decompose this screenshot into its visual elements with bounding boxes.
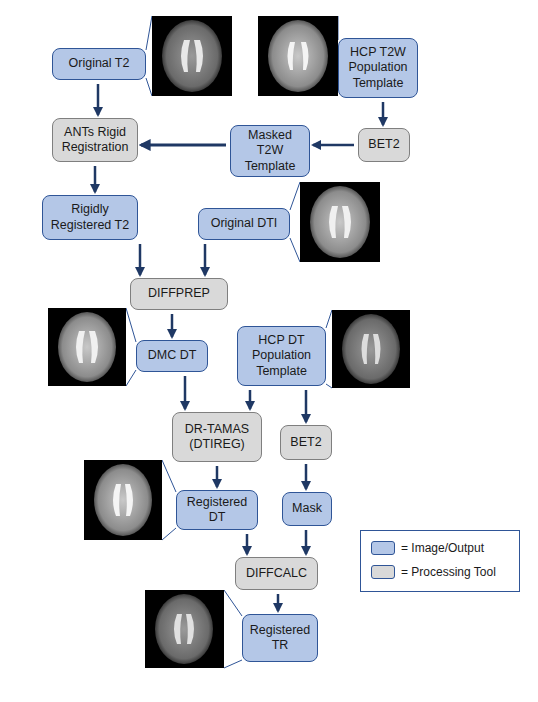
flow-arrow	[184, 376, 187, 409]
flow-arrow	[249, 390, 252, 409]
flow-arrow	[246, 534, 249, 554]
node-label: Mask	[292, 501, 322, 516]
processing-tool-box: DIFFCALC	[235, 557, 318, 590]
image-output-box: Rigidly Registered T2	[42, 195, 138, 240]
brain-image-dmc-dt	[48, 308, 126, 386]
legend-text: = Processing Tool	[401, 565, 496, 579]
node-label: DMC DT	[148, 348, 197, 363]
node-label: HCP DT Population Template	[242, 333, 321, 379]
node-label: BET2	[368, 137, 399, 152]
flow-arrow	[141, 144, 226, 147]
legend-box: = Image/Output = Processing Tool	[360, 530, 520, 592]
node-label: DIFFPREP	[148, 286, 210, 301]
image-output-box: HCP DT Population Template	[237, 326, 326, 386]
legend-text: = Image/Output	[401, 541, 484, 555]
image-output-box: Masked T2W Template	[230, 125, 310, 177]
flow-arrow	[94, 166, 97, 192]
legend-entry: = Image/Output	[371, 541, 484, 555]
image-output-box: Original T2	[52, 48, 146, 80]
legend-swatch	[371, 565, 395, 579]
node-label: DR-TAMAS (DTIREG)	[177, 422, 257, 453]
node-label: DIFFCALC	[246, 566, 307, 581]
processing-tool-box: BET2	[358, 128, 410, 162]
flow-arrow	[382, 102, 385, 125]
brain-image-dti	[300, 182, 380, 262]
node-label: ANTs Rigid Registration	[57, 125, 133, 156]
flow-arrow	[305, 390, 308, 422]
node-label: Rigidly Registered T2	[47, 202, 133, 233]
image-output-box: Mask	[282, 492, 332, 526]
processing-tool-box: DIFFPREP	[130, 278, 228, 310]
flow-arrow	[305, 464, 308, 489]
image-output-box: Original DTI	[198, 208, 290, 240]
legend-entry: = Processing Tool	[371, 565, 496, 579]
flow-arrow	[204, 244, 207, 275]
flow-arrow	[277, 594, 280, 611]
node-label: HCP T2W Population Template	[343, 45, 413, 91]
flow-arrow	[171, 314, 174, 337]
image-output-box: Registered TR	[242, 614, 318, 662]
node-label: Original T2	[69, 56, 130, 71]
processing-tool-box: ANTs Rigid Registration	[52, 118, 138, 162]
node-label: Masked T2W Template	[235, 128, 305, 174]
flow-arrow	[139, 244, 142, 275]
processing-tool-box: BET2	[280, 425, 332, 460]
flow-arrow	[305, 530, 308, 554]
brain-image-registered-dt	[84, 460, 162, 540]
brain-image-hcp-dt	[332, 310, 410, 388]
flow-arrow	[216, 466, 219, 487]
legend-swatch	[371, 541, 395, 555]
image-output-box: Registered DT	[176, 490, 258, 530]
brain-image-t2	[152, 16, 232, 96]
image-output-box: HCP T2W Population Template	[338, 38, 418, 98]
image-output-box: DMC DT	[136, 340, 208, 372]
brain-image-registered-tr	[145, 590, 224, 668]
node-label: Original DTI	[211, 216, 278, 231]
flow-arrow	[313, 144, 354, 147]
node-label: Registered DT	[181, 495, 253, 526]
flow-arrow	[97, 84, 100, 115]
leader-lines	[126, 16, 338, 668]
node-label: BET2	[290, 435, 321, 450]
processing-tool-box: DR-TAMAS (DTIREG)	[172, 412, 262, 462]
brain-image-t2w-template	[258, 16, 338, 96]
node-label: Registered TR	[247, 623, 313, 654]
